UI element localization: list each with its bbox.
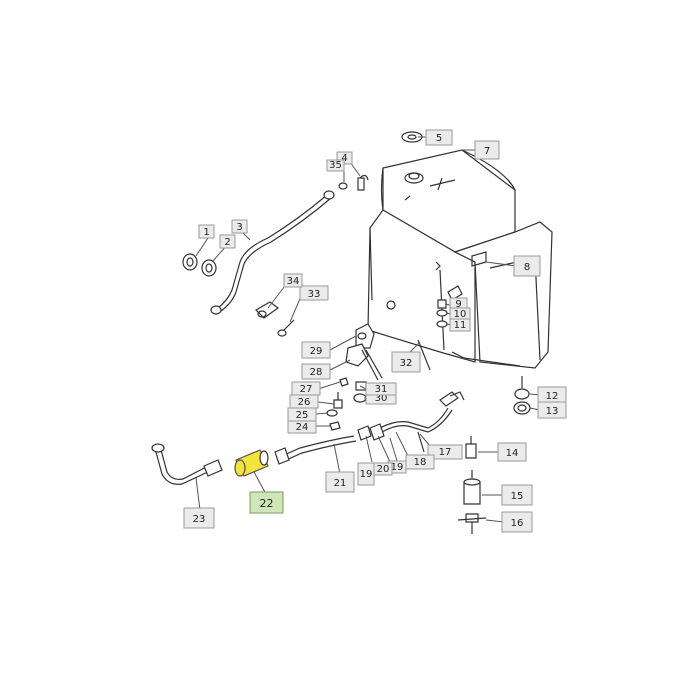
nut-13: [513, 401, 531, 415]
callout-8: 8: [513, 255, 541, 277]
callout-35: 35: [326, 159, 345, 172]
callout-7: 7: [474, 140, 500, 160]
callout-12: 12: [537, 386, 567, 404]
fitting-14: [465, 436, 477, 459]
svg-text:23: 23: [193, 514, 206, 525]
callout-32: 32: [391, 351, 421, 373]
svg-text:2: 2: [224, 237, 230, 248]
callout-16: 16: [501, 511, 533, 533]
svg-text:17: 17: [439, 447, 452, 458]
callout-15: 15: [501, 484, 533, 506]
svg-text:11: 11: [454, 320, 467, 331]
fastener-25: [326, 409, 338, 417]
callout-23: 23: [183, 507, 215, 529]
callout-3: 3: [231, 219, 248, 234]
svg-text:31: 31: [375, 384, 388, 395]
svg-text:33: 33: [308, 289, 321, 300]
fitting-20: [369, 423, 385, 441]
svg-text:9: 9: [455, 299, 461, 310]
fitting-2: [201, 259, 217, 277]
svg-text:26: 26: [298, 397, 311, 408]
fitting-19: [357, 425, 372, 441]
svg-text:28: 28: [310, 367, 323, 378]
fitting-11: [436, 320, 448, 328]
svg-text:19: 19: [391, 462, 404, 473]
callout-18: 18: [405, 454, 435, 470]
svg-text:20: 20: [377, 464, 390, 475]
callout-13: 13: [537, 401, 567, 419]
fitting-9: [437, 299, 447, 309]
upper-fuel-line: [210, 190, 335, 315]
callout-29: 29: [301, 341, 331, 359]
svg-text:35: 35: [329, 160, 342, 171]
callout-19b: 19: [357, 462, 375, 486]
svg-text:1: 1: [203, 227, 209, 238]
svg-text:19: 19: [360, 469, 373, 480]
fitting-10: [436, 309, 448, 317]
middle-fuel-line: [379, 391, 465, 453]
svg-text:10: 10: [454, 309, 467, 320]
svg-text:14: 14: [506, 448, 519, 459]
svg-text:29: 29: [310, 346, 323, 357]
sediment-bowl-15: [463, 470, 481, 505]
callout-17: 17: [427, 444, 463, 460]
callout-25: 25: [287, 407, 317, 422]
svg-text:22: 22: [260, 497, 274, 510]
svg-text:24: 24: [296, 422, 309, 433]
svg-text:5: 5: [436, 133, 442, 144]
callout-26: 26: [289, 394, 319, 409]
lower-fuel-line: [274, 435, 357, 465]
callout-27: 27: [291, 381, 321, 396]
strap-32: [417, 339, 521, 371]
svg-text:7: 7: [484, 146, 490, 157]
callout-14: 14: [497, 442, 527, 462]
fitting-1: [182, 253, 198, 271]
svg-text:8: 8: [524, 262, 530, 273]
callout-11: 11: [449, 318, 471, 332]
callout-31: 31: [365, 382, 397, 396]
fastener-26: [333, 392, 343, 409]
callout-10: 10: [449, 307, 471, 321]
fastener-24: [329, 421, 341, 431]
clamp-34: [255, 301, 280, 319]
svg-text:13: 13: [546, 406, 559, 417]
fitting-35: [338, 174, 369, 191]
fuel-filter-22: [234, 449, 269, 477]
svg-text:30: 30: [375, 393, 388, 404]
callout-20: 20: [373, 462, 393, 476]
callout-22: 22: [249, 491, 284, 514]
callout-24: 24: [287, 419, 317, 434]
nut-12: [514, 376, 530, 400]
callout-1: 1: [198, 224, 215, 239]
svg-text:15: 15: [511, 491, 524, 502]
callout-34: 34: [283, 273, 303, 288]
svg-text:16: 16: [511, 518, 524, 529]
valve-29: [355, 323, 375, 349]
bracket-28: [345, 343, 383, 381]
bolt-33: [277, 319, 295, 337]
svg-text:34: 34: [287, 276, 300, 287]
svg-text:21: 21: [334, 478, 347, 489]
callout-2: 2: [219, 234, 236, 249]
callout-5: 5: [425, 129, 453, 146]
callout-33: 33: [299, 285, 329, 301]
svg-text:12: 12: [546, 391, 559, 402]
svg-text:3: 3: [236, 222, 242, 233]
hose-23: [151, 443, 223, 485]
svg-text:4: 4: [341, 153, 347, 164]
svg-text:27: 27: [300, 384, 313, 395]
svg-text:18: 18: [414, 457, 427, 468]
svg-text:25: 25: [296, 410, 309, 421]
drain-valve-16: [457, 513, 487, 534]
fastener-27: [339, 377, 349, 387]
callout-28: 28: [301, 363, 331, 380]
callout-21: 21: [325, 471, 355, 493]
svg-text:32: 32: [400, 358, 413, 369]
